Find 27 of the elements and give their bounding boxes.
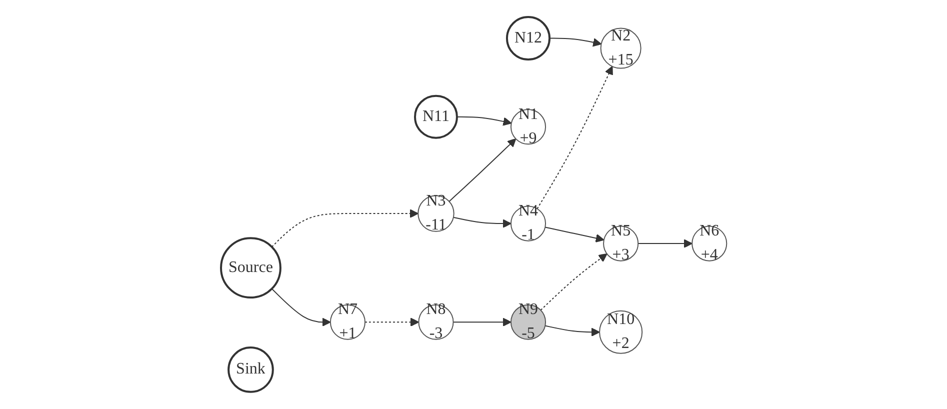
arrow [271,288,330,327]
arrow [548,38,602,47]
node-circle: N8 -3 [418,304,454,340]
node-circle: N4 -1 [510,206,546,242]
node-circle: N2 +15 [600,28,641,69]
arrow [364,318,419,327]
arrow [452,216,512,228]
node-circle: N6 +4 [691,226,727,262]
node-circle: N3 -11 [417,195,454,232]
node-circle: Source [220,237,282,299]
arrow [536,66,613,210]
arrow [544,226,604,243]
node-circle: N11 [414,94,458,139]
node-circle: Sink [227,346,274,393]
arrow [452,318,512,327]
arrow [540,253,607,311]
arrow [448,138,516,202]
arrow [271,209,418,248]
node-circle: N5 +3 [602,226,638,262]
node-circle: N9 -5 [510,304,546,340]
arrow [456,116,512,126]
arrow [544,325,600,337]
arrow [637,239,692,248]
node-circle: N1 +9 [510,109,546,145]
node-circle: N10 +2 [598,310,642,354]
node-circle: N7 +1 [330,304,366,340]
node-circle: N12 [506,16,550,61]
